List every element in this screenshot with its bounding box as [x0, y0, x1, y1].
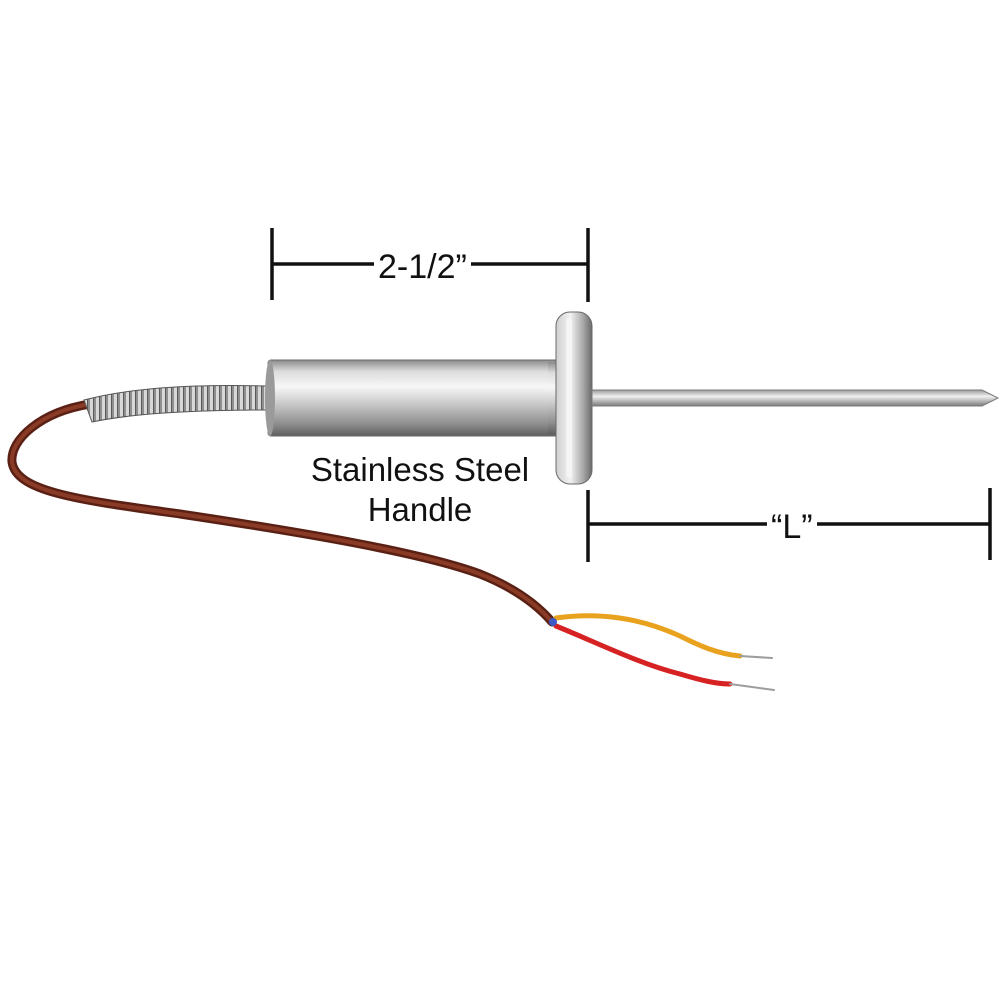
handle-length-label: 2-1/2” [374, 248, 471, 286]
probe-length-label: “L” [767, 508, 817, 546]
red-lead [553, 623, 733, 687]
lead-splice-marker [549, 618, 557, 626]
mounting-flange [555, 311, 593, 485]
cable [7, 399, 557, 627]
cable-highlight [9, 402, 554, 624]
red-lead-bare-tip [729, 683, 775, 691]
wire-leads [549, 613, 775, 691]
yellow-lead [553, 613, 743, 659]
stainless-steel-handle [265, 359, 564, 437]
handle-caption-line-1: Stainless Steel [310, 451, 530, 488]
yellow-lead-bare-tip [739, 655, 773, 659]
spring-strain-relief [83, 385, 269, 423]
probe-sheath [591, 389, 1000, 407]
handle-caption: Stainless Steel Handle [300, 450, 540, 530]
handle-caption-line-2: Handle [367, 491, 473, 528]
